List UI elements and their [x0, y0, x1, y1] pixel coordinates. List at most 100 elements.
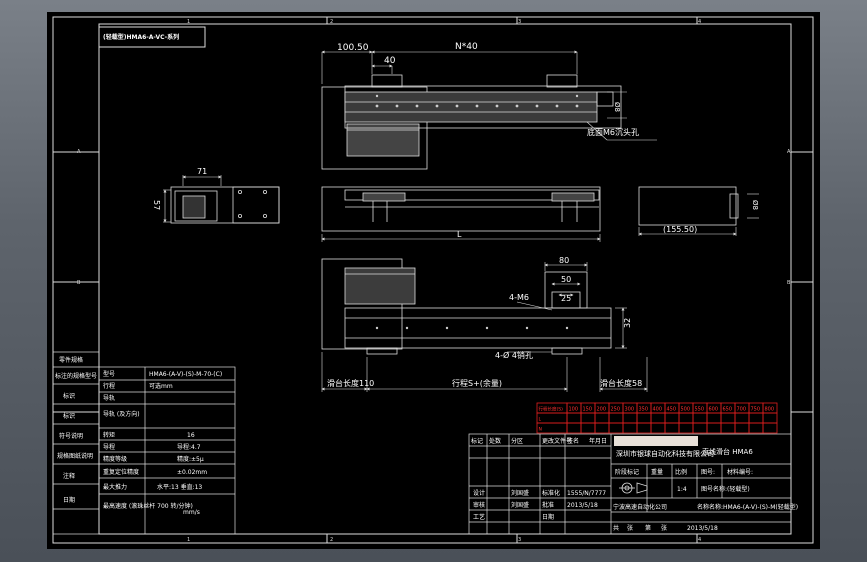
drawing-frame: [52, 16, 814, 544]
spec-label-1: 行程: [103, 382, 115, 390]
title-block-text: 标记 处数 分区 更改文件号 签名 年月日 设计 刘国盛 标准化 1555/N/…: [471, 437, 798, 532]
stroke-table-cell: [594, 422, 610, 434]
stroke-table-cell: [734, 422, 750, 434]
stroke-table-cell: [536, 412, 568, 424]
dim-4-pin: 4-Ø 4销孔: [495, 350, 533, 360]
dim-side: 57: [152, 200, 161, 210]
spec-table-text: 零件规格 标注的规格型号 标识 标识 符号说明 规格图纸说明 注释 日期 型号 …: [55, 356, 222, 516]
company-name: 深圳市银球自动化科技有限公司: [616, 449, 714, 458]
spec-label-7: 重复定位精度: [103, 468, 139, 476]
title-date: 2013/5/18: [687, 525, 718, 532]
left-label-5: 规格图纸说明: [57, 452, 93, 460]
stroke-table-text: 600: [709, 407, 719, 413]
stroke-table-cell: [664, 412, 680, 424]
front-view: [321, 186, 601, 232]
stroke-table-cell: [594, 412, 610, 424]
side-view-dim-text: (155.50) Ø8: [663, 200, 759, 234]
sign-date-0: 1555/N/7777: [567, 490, 606, 497]
dim-l: L: [457, 230, 462, 239]
stroke-table-cell: [650, 422, 666, 434]
spec-label-0: 型号: [103, 370, 115, 378]
stroke-table-cell: [734, 412, 750, 424]
stroke-table-cell: [650, 412, 666, 424]
stroke-table-cell: [678, 422, 694, 434]
stroke-table-cell: [608, 422, 624, 434]
side-view: [638, 186, 739, 226]
stroke-table-text: 300: [625, 407, 635, 413]
title-tag: (轻载型)HMA6-A-VC-系列: [103, 33, 179, 41]
scale: 1:4: [677, 486, 687, 493]
dim-50: 50: [561, 275, 571, 284]
bottom-view-holes: [375, 326, 569, 330]
left-label-4: 符号说明: [59, 432, 83, 440]
dim-4-m6: 4-M6: [509, 293, 529, 302]
spec-label-9: 最高速度 (滚珠丝杆 700 转/分钟): [103, 502, 193, 510]
dim-stroke: 行程S+(余量): [452, 378, 502, 388]
end-view: [170, 186, 280, 224]
top-view: [321, 74, 622, 170]
top-view-holes: [375, 94, 579, 108]
bottom-label-2: 第: [645, 524, 651, 532]
stroke-table-cell: [748, 422, 764, 434]
stroke-table-cell: [748, 412, 764, 424]
stage-label-0: 阶段标记: [615, 468, 639, 476]
stroke-table-cell: [692, 412, 708, 424]
dim-n40: N*40: [455, 42, 478, 52]
stroke-table-cell: [664, 422, 680, 434]
note-phi-side: Ø8: [751, 200, 759, 210]
title-block-label-bar: [614, 436, 698, 446]
material-note: 图号名称:(轻载型): [701, 485, 750, 493]
stroke-table-text: 700: [737, 407, 747, 413]
stroke-table-text: 200: [597, 407, 607, 413]
spec-value-9: mm/s: [183, 509, 200, 516]
dim-155-50: (155.50): [663, 225, 697, 234]
zone-right-b: B: [787, 280, 791, 286]
stroke-table-cell: [636, 422, 652, 434]
top-view-dim-text: 100.50 40 N*40 底面M6沉头孔 Ø8: [337, 42, 639, 137]
title-tag-box: [98, 26, 206, 48]
sign-date-1: 2013/5/18: [567, 502, 598, 509]
zone-bottom-3: 3: [518, 537, 521, 543]
sign-role2-1: 批准: [542, 501, 554, 509]
rev-header-5: 年月日: [589, 437, 607, 445]
material-label: 材料编号:: [727, 468, 753, 476]
dim-71: 71: [197, 167, 207, 176]
zone-right-a: A: [787, 149, 791, 155]
spec-value-1: 可选mm: [149, 382, 173, 390]
spec-value-5: 导程:4.7: [177, 443, 201, 451]
dim-100-50: 100.50: [337, 43, 369, 53]
top-view-dims: [321, 50, 657, 141]
stroke-table-text: 650: [723, 407, 733, 413]
front-view-dims: [321, 234, 601, 242]
sign-role-0: 设计: [473, 489, 485, 497]
bottom-label-1: 张: [627, 524, 633, 532]
stroke-table-cell: [706, 422, 722, 434]
dim-25: 25: [561, 294, 571, 303]
stroke-table-text: 350: [639, 407, 649, 413]
rev-header-2: 分区: [511, 437, 523, 445]
sign-role-1: 审核: [473, 501, 485, 509]
part-name: 名称名称:HMA6-(A-V)-(S)-M(轻载型): [697, 503, 798, 511]
stroke-table-text: 行程长度(S): [539, 406, 564, 413]
stroke-table-text: 450: [667, 407, 677, 413]
stroke-table-text: 750: [751, 407, 761, 413]
left-label-3: 标识: [63, 412, 75, 420]
stroke-table-text: 400: [653, 407, 663, 413]
sign-role2-2: 日期: [542, 513, 554, 521]
spec-label-8: 最大推力: [103, 483, 127, 491]
stroke-table-text: 100: [569, 407, 579, 413]
stroke-table-cell: [762, 412, 778, 424]
bottom-view: [321, 258, 612, 355]
stroke-table-text: N: [539, 427, 542, 433]
end-view-dim-text: 71 57: [152, 167, 207, 210]
cad-drawing-canvas: 1 2 3 4 1 2 3 4 A B A B (轻载型)HMA6-A-VC-系…: [52, 16, 814, 544]
stroke-table-cell: [720, 412, 736, 424]
bottom-label-3: 张: [661, 524, 667, 532]
spec-value-0: HMA6-(A-V)-(S)-M-70-(C): [149, 371, 222, 378]
sign-role2-0: 标准化: [542, 489, 560, 497]
stroke-table-cell: [720, 422, 736, 434]
spec-value-6: 精度:±5μ: [177, 455, 204, 463]
drawing-no-label: 图号:: [701, 469, 715, 476]
rev-header-1: 处数: [489, 437, 501, 445]
side-view-dims: [638, 193, 759, 236]
